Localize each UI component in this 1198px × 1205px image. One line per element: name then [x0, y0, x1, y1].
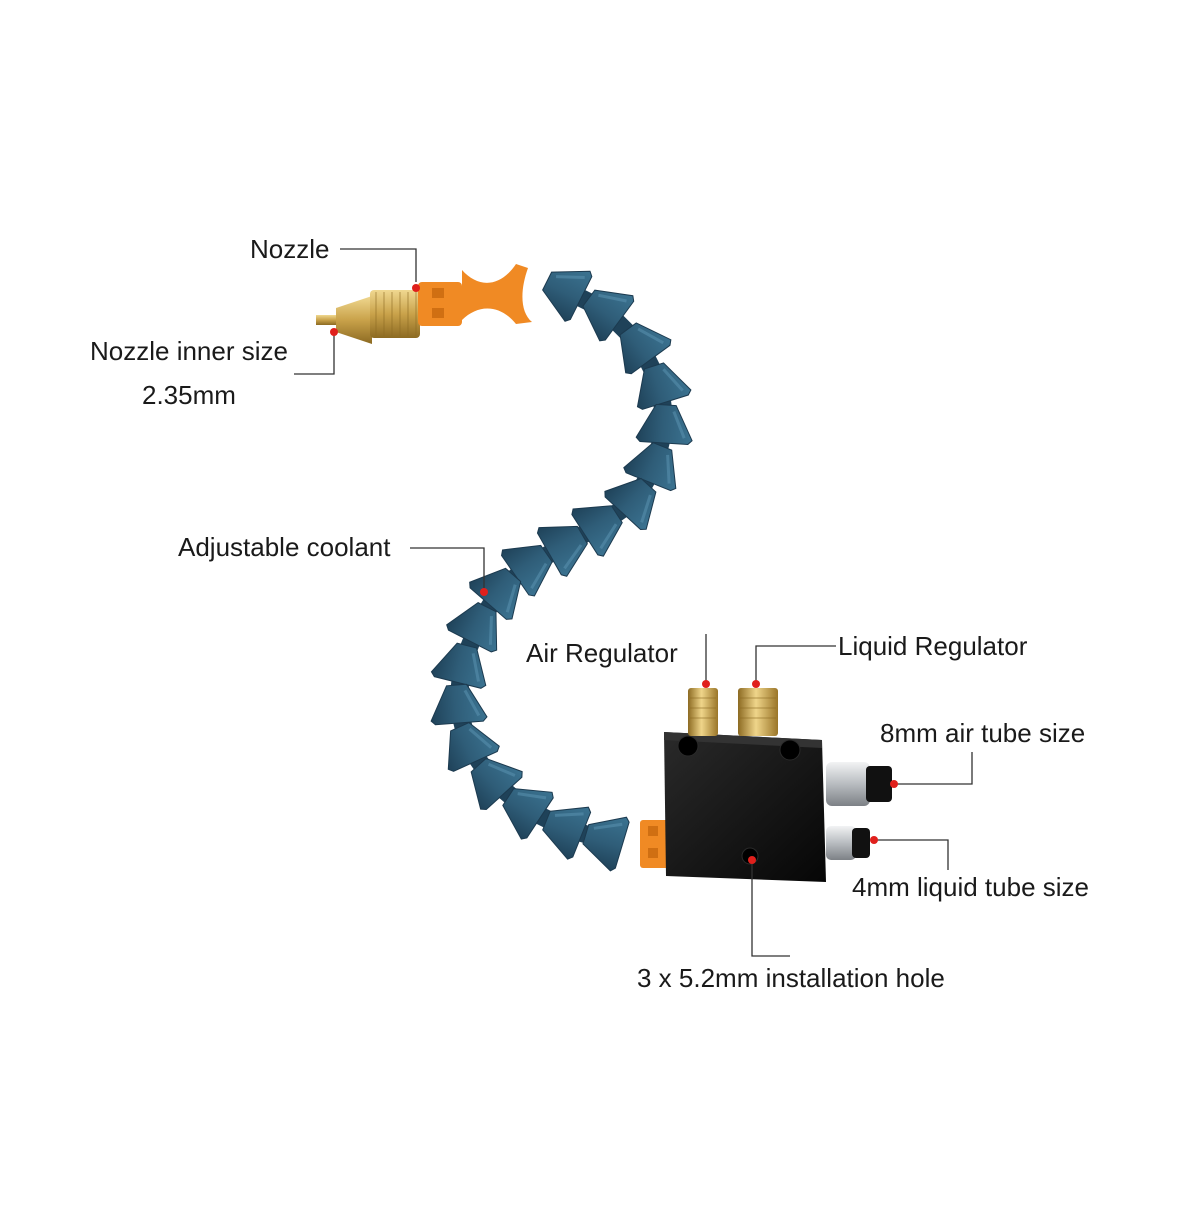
leader-adjustable-coolant [410, 547, 485, 590]
leader-nozzle-inner-size [294, 332, 335, 375]
hose-segment [470, 757, 523, 810]
hose-segment [469, 567, 522, 620]
nozzle [316, 264, 532, 344]
liquid-tube-fitting [826, 826, 856, 860]
nozzle-knurled-body [370, 290, 420, 338]
mixing-valve-block [664, 688, 892, 882]
nozzle-cone [336, 296, 372, 344]
leader-nozzle [340, 248, 417, 282]
label-adjustable-coolant: Adjustable coolant [178, 532, 391, 562]
hose-segment [635, 403, 693, 445]
orange-connector [418, 282, 462, 326]
label-installation-hole: 3 x 5.2mm installation hole [637, 963, 945, 993]
hose-segment [430, 683, 488, 726]
block-hole-left [677, 735, 699, 757]
liquid-regulator-knob [738, 688, 778, 736]
leader-installation-hole [751, 862, 790, 957]
leader-air-tube-size [894, 752, 973, 785]
callout-markers [330, 284, 898, 864]
hose-segment [430, 642, 487, 689]
hose-segment [542, 270, 593, 322]
leader-liquid-tube-size [874, 839, 949, 870]
label-air-regulator: Air Regulator [526, 638, 678, 668]
air-tube-collet [866, 766, 892, 802]
hose-segment [446, 602, 498, 653]
hose-segment [536, 525, 588, 577]
hose-segment [501, 544, 553, 597]
label-air-tube-size: 8mm air tube size [880, 718, 1086, 748]
air-regulator-knob [688, 688, 718, 736]
block-hole-right [779, 739, 801, 761]
hose-segment [502, 788, 554, 840]
label-liquid-tube-size: 4mm liquid tube size [852, 872, 1089, 902]
nozzle-knurl-pattern [375, 292, 417, 336]
label-nozzle-inner-size-value: 2.35mm [142, 380, 236, 410]
hose-segment [623, 442, 677, 492]
hose-segment [542, 806, 592, 860]
hose-segment [447, 722, 500, 772]
label-nozzle: Nozzle [250, 234, 330, 264]
leader-liquid-regulator [755, 645, 836, 684]
block-body [664, 732, 826, 882]
hose-segment [582, 289, 635, 342]
block-orange-connector [640, 820, 670, 868]
liquid-tube-collet [852, 828, 870, 858]
hose-segment [582, 816, 630, 872]
label-nozzle-inner-size: Nozzle inner size [90, 336, 288, 366]
air-tube-fitting [826, 762, 870, 806]
hose-segment [571, 505, 623, 557]
hose-segment [636, 362, 692, 410]
leader-lines [294, 248, 973, 957]
label-liquid-regulator: Liquid Regulator [838, 631, 1028, 661]
nozzle-tip [316, 315, 338, 325]
adjustable-coolant-hose [430, 270, 693, 872]
hose-segment [619, 322, 672, 375]
orange-ball-joint [462, 264, 532, 324]
hose-segment [604, 477, 657, 530]
